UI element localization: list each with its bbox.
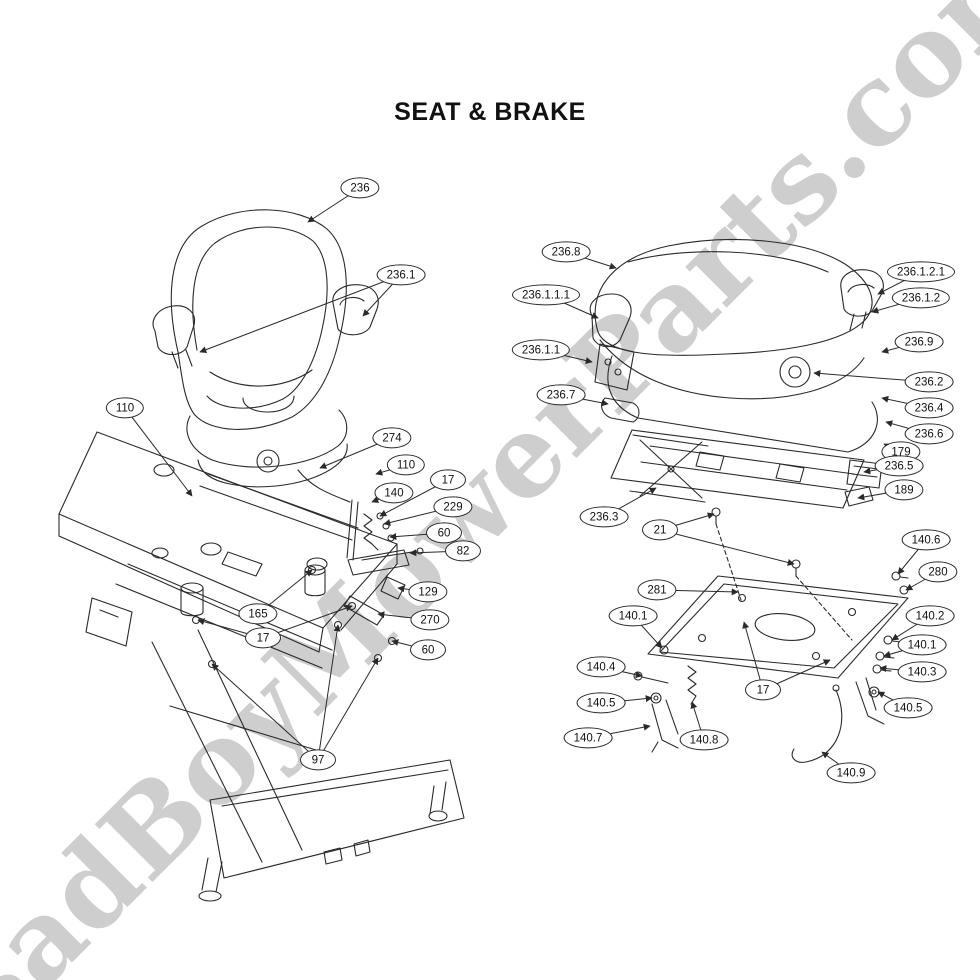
callout-60: 60 — [426, 522, 462, 544]
page-title: SEAT & BRAKE — [394, 98, 586, 126]
callout-165: 165 — [238, 603, 278, 625]
leader-line-110 — [124, 407, 193, 497]
callout-110: 110 — [105, 397, 145, 419]
leader-line-236.1 — [199, 274, 402, 354]
leader-line-97 — [317, 624, 341, 761]
callout-140.9: 140.9 — [826, 762, 876, 784]
leader-line-21 — [659, 529, 795, 566]
callout-236.1: 236.1 — [376, 264, 426, 286]
callout-17: 17 — [430, 469, 466, 491]
callout-97: 97 — [300, 749, 336, 771]
callout-236.6: 236.6 — [904, 423, 954, 445]
callout-270: 270 — [410, 609, 450, 631]
callout-236.2: 236.2 — [904, 371, 954, 393]
callout-129: 129 — [408, 581, 448, 603]
callout-140.3: 140.3 — [897, 661, 947, 683]
callout-236.7: 236.7 — [536, 384, 586, 406]
callout-140.8: 140.8 — [679, 729, 729, 751]
callout-60: 60 — [410, 639, 446, 661]
callout-82: 82 — [445, 540, 481, 562]
callout-281: 281 — [637, 579, 677, 601]
seat-frame-diagram — [58, 209, 465, 902]
callout-236.1.1.1: 236.1.1.1 — [512, 284, 580, 306]
callout-236.8: 236.8 — [541, 241, 591, 263]
leader-line-97 — [211, 663, 319, 761]
callout-140.1: 140.1 — [608, 605, 658, 627]
callout-17: 17 — [745, 679, 781, 701]
callout-236.1.1: 236.1.1 — [511, 339, 571, 361]
callout-140.5: 140.5 — [883, 697, 933, 719]
callout-280: 280 — [918, 561, 958, 583]
callout-140.2: 140.2 — [905, 605, 955, 627]
callout-140.4: 140.4 — [576, 656, 626, 678]
callout-17: 17 — [245, 627, 281, 649]
callout-274: 274 — [372, 427, 412, 449]
callout-140: 140 — [374, 482, 414, 504]
callout-21: 21 — [642, 519, 678, 541]
callout-236.9: 236.9 — [894, 331, 944, 353]
callout-236.1.2.1: 236.1.2.1 — [887, 261, 955, 283]
callout-140.1: 140.1 — [897, 634, 947, 656]
callout-229: 229 — [433, 496, 473, 518]
callout-236.5: 236.5 — [874, 455, 924, 477]
callout-140.7: 140.7 — [563, 727, 613, 749]
callout-236.4: 236.4 — [904, 397, 954, 419]
callout-236: 236 — [340, 177, 380, 199]
callout-110: 110 — [386, 454, 426, 476]
callout-189: 189 — [884, 479, 924, 501]
leader-line-17 — [742, 621, 764, 691]
callout-236.3: 236.3 — [579, 506, 629, 528]
callout-140.5: 140.5 — [576, 692, 626, 714]
leader-line-97 — [317, 657, 379, 761]
callout-140.6: 140.6 — [901, 529, 951, 551]
callout-236.1.2: 236.1.2 — [891, 287, 951, 309]
